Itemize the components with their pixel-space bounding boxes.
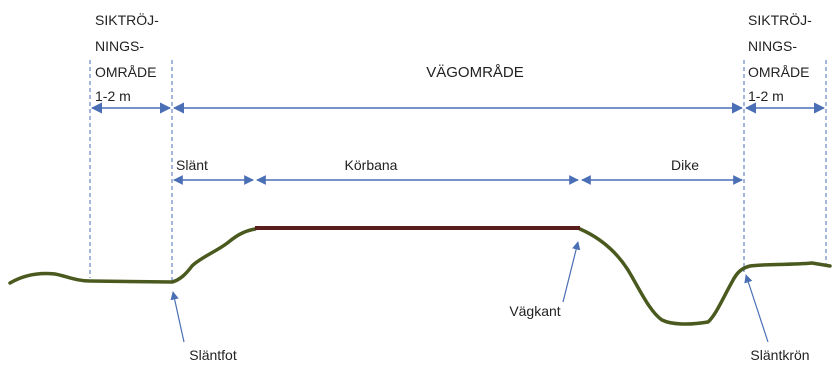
right-zone-label-line-2: NINGS- — [748, 38, 797, 54]
right-zone-label-line-1: SIKTRÖJ- — [748, 11, 812, 28]
road-edge-pointer-arrow — [562, 241, 581, 303]
road-area-label: VÄGOMRÅDE — [426, 64, 524, 81]
carriageway-label: Körbana — [345, 157, 398, 173]
ditch-label: Dike — [671, 157, 699, 173]
slope-toe-label: Släntfot — [189, 347, 237, 363]
right-zone-label-line-4: 1-2 m — [748, 88, 784, 104]
road-edge-label: Vägkant — [509, 303, 560, 319]
slope-label: Slänt — [176, 157, 208, 173]
terrain-profile — [8, 227, 832, 326]
left-zone-label-line-4: 1-2 m — [95, 88, 131, 104]
slope-crest-pointer-arrow — [744, 274, 769, 343]
left-zone-label-line-3: OMRÅDE — [95, 64, 156, 80]
left-zone-label-line-1: SIKTRÖJ- — [95, 11, 159, 28]
slope-crest-label: Släntkrön — [750, 347, 809, 363]
slope-toe-pointer-arrow — [170, 291, 185, 343]
right-zone-label-line-3: OMRÅDE — [748, 64, 809, 80]
left-zone-label-line-2: NINGS- — [95, 38, 144, 54]
